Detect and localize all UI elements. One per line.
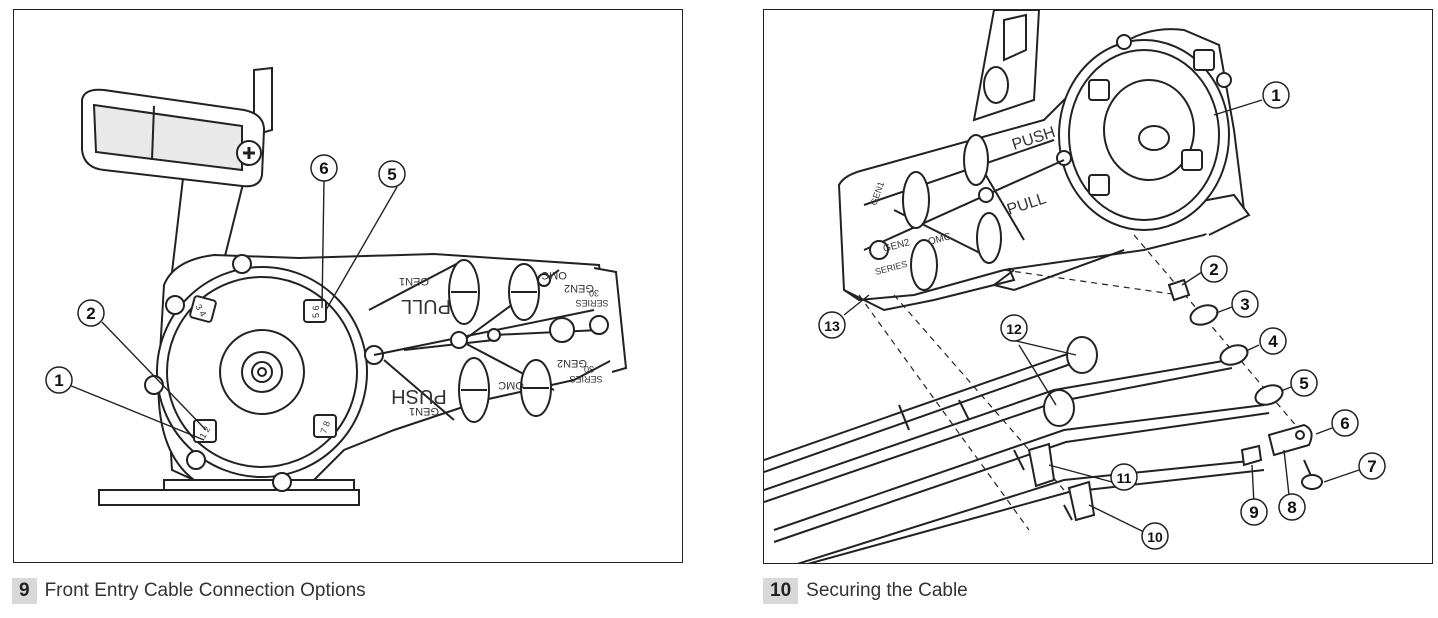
callout-13: 13 xyxy=(824,318,840,334)
screw-7 xyxy=(1301,474,1323,490)
callout-2: 2 xyxy=(1209,260,1218,279)
figure-9-panel: PULL PUSH GEN1 GEN1 OMC OMC GEN2 GEN2 SE… xyxy=(13,9,683,563)
callout-11: 11 xyxy=(1117,470,1132,486)
callout-11-circle xyxy=(1110,463,1138,491)
cable-eye-5 xyxy=(1254,384,1284,406)
callout-12-circle xyxy=(1000,314,1028,342)
callout-1-circle xyxy=(1262,81,1290,109)
callout-1: 1 xyxy=(54,371,63,390)
figure-9-caption: 9 Front Entry Cable Connection Options xyxy=(12,577,366,605)
callout-2: 2 xyxy=(86,304,95,323)
omc-top-label: OMC xyxy=(541,269,567,281)
callout-3: 3 xyxy=(1240,295,1249,314)
figure-10-title: Securing the Cable xyxy=(806,580,968,601)
anchor-12b xyxy=(1043,389,1075,427)
callout-1: 1 xyxy=(1271,86,1280,105)
lever-arm xyxy=(972,10,1041,122)
jam-nut-9 xyxy=(1240,444,1263,467)
leader-1 xyxy=(68,384,205,441)
callout-10-circle xyxy=(1141,522,1169,550)
callout-4-circle xyxy=(1259,327,1287,355)
hole-78-label: 7 8 xyxy=(318,420,332,435)
base-plate xyxy=(98,489,360,506)
callout-6: 6 xyxy=(319,159,328,178)
clevis-8 xyxy=(1267,423,1313,457)
callout-4: 4 xyxy=(1268,332,1278,351)
callout-8: 8 xyxy=(1287,498,1296,517)
callout-3-circle xyxy=(1231,290,1259,318)
hole-56-label: 5 6 xyxy=(311,305,321,318)
gen1-bottom-label: GEN1 xyxy=(409,405,439,417)
series-top-label: SERIES xyxy=(575,298,608,308)
anchor-12a xyxy=(1066,336,1098,374)
callout-5-circle xyxy=(1290,369,1318,397)
figure-10-drawing: PUSH PULL GEN2 OMC SERIES GEN1 1 2 3 4 5… xyxy=(764,10,1386,563)
gen1-top-label: GEN1 xyxy=(399,275,429,287)
disk-outer xyxy=(156,266,368,478)
figure-10-number: 10 xyxy=(763,578,799,604)
series-bottom-label: SERIES xyxy=(569,374,602,384)
leader-5 xyxy=(325,186,398,311)
callout-8-circle xyxy=(1278,493,1306,521)
callout-5: 5 xyxy=(1299,374,1308,393)
callout-6: 6 xyxy=(1340,414,1349,433)
push-label: PUSH xyxy=(391,385,447,407)
gen2-bottom-label: GEN2 xyxy=(557,357,587,369)
callout-12: 12 xyxy=(1006,321,1022,337)
figure-10-panel: PUSH PULL GEN2 OMC SERIES GEN1 1 2 3 4 5… xyxy=(763,9,1433,564)
figure-9-drawing: PULL PUSH GEN1 GEN1 OMC OMC GEN2 GEN2 SE… xyxy=(45,66,628,506)
leader-2 xyxy=(101,321,207,431)
gen2-top-label: GEN2 xyxy=(564,282,594,294)
callout-6-circle xyxy=(1331,409,1359,437)
callout-9-circle xyxy=(1240,498,1268,526)
clip-10 xyxy=(1067,480,1096,522)
clip-11 xyxy=(1027,442,1056,488)
callout-13-circle xyxy=(818,311,846,339)
omc-bottom-label: OMC xyxy=(498,379,524,391)
thirty-bottom-label: 30 xyxy=(584,364,594,374)
callout-9: 9 xyxy=(1249,503,1258,522)
callout-2-circle xyxy=(77,299,105,327)
figure-10-caption: 10 Securing the Cable xyxy=(763,577,968,605)
callout-5-circle xyxy=(378,160,406,188)
nut-2 xyxy=(1167,278,1191,302)
callout-6-circle xyxy=(310,154,338,182)
callout-7-circle xyxy=(1358,452,1386,480)
leader-6 xyxy=(321,179,325,309)
callout-1-circle xyxy=(45,366,73,394)
cable-eye-3 xyxy=(1189,304,1219,326)
figure-9-number: 9 xyxy=(12,578,37,604)
callout-2-circle xyxy=(1200,255,1228,283)
callout-5: 5 xyxy=(387,165,396,184)
callout-7: 7 xyxy=(1367,457,1376,476)
pull-label: PULL xyxy=(401,295,451,317)
cable-eye-4 xyxy=(1219,344,1249,366)
thirty-top-label: 30 xyxy=(589,288,599,298)
callout-10: 10 xyxy=(1147,529,1163,545)
figure-9-title: Front Entry Cable Connection Options xyxy=(44,580,366,601)
